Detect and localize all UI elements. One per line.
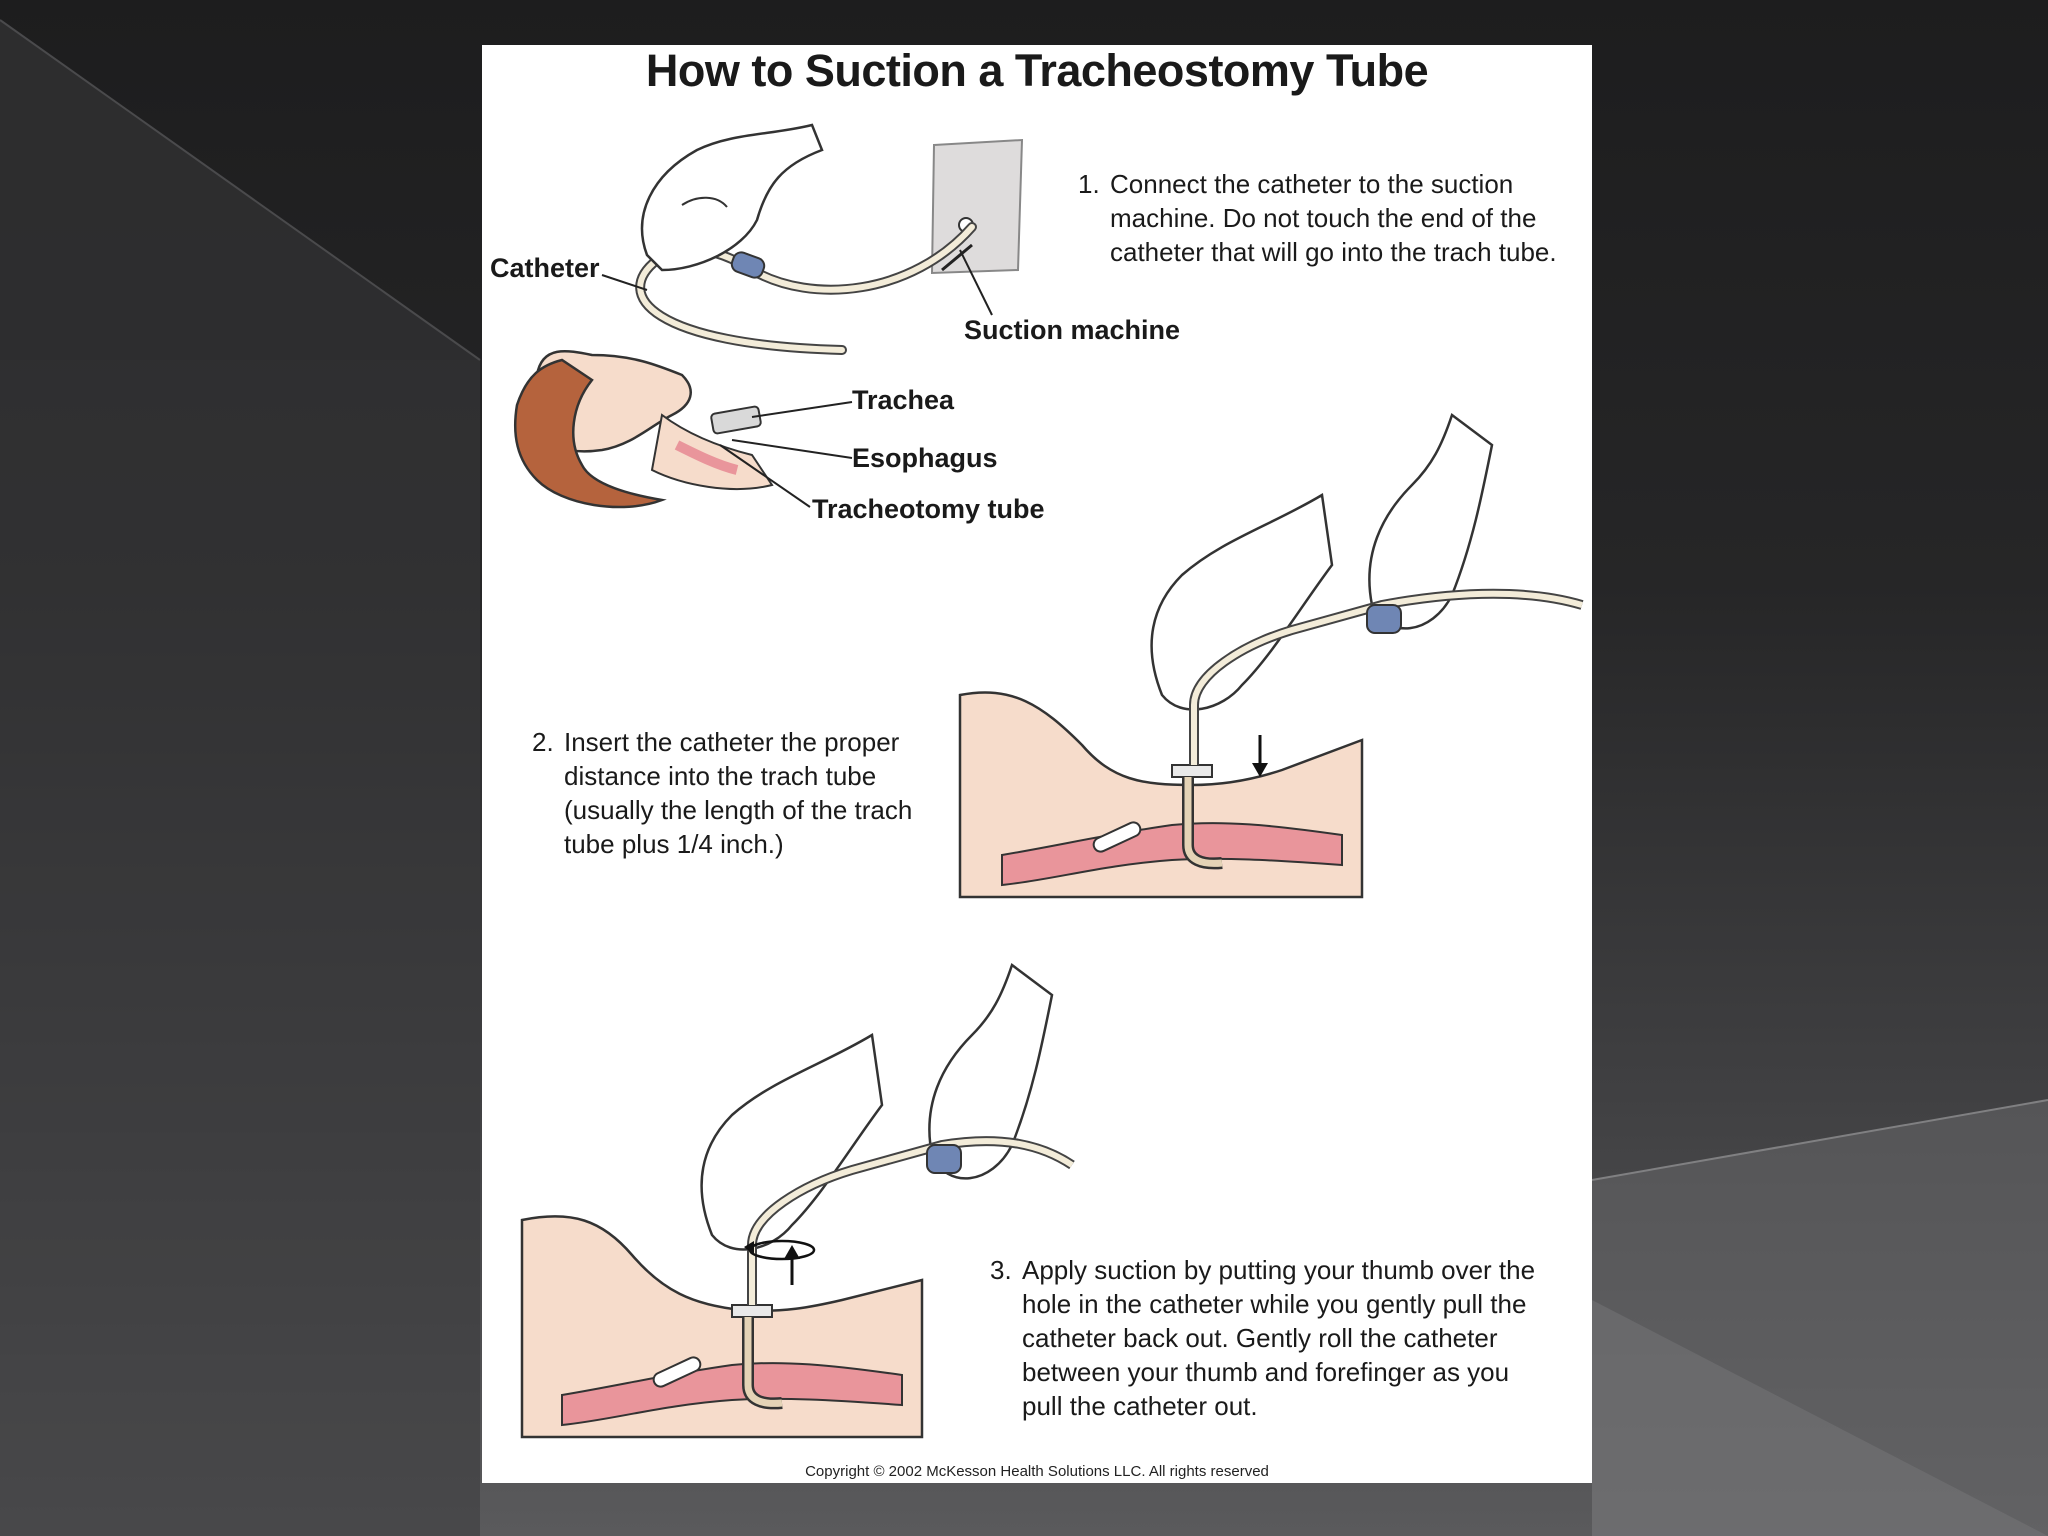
step-1-line-3: catheter that will go into the trach tub… [1110, 237, 1557, 267]
step-3-number: 3. [990, 1255, 1012, 1285]
step-1-line-2: machine. Do not touch the end of the [1110, 203, 1537, 233]
leader-tracheotomy-tube [719, 444, 811, 508]
step-1-line-1: Connect the catheter to the suction [1110, 169, 1514, 199]
step-2-line-4: tube plus 1/4 inch.) [564, 829, 784, 859]
step-2: 2. Insert the catheter the proper distanc… [532, 725, 912, 861]
leader-catheter [601, 274, 648, 291]
leader-suction [959, 249, 993, 316]
step-2-number: 2. [532, 727, 554, 757]
arrow-up-icon [784, 1245, 800, 1285]
step-3: 3. Apply suction by putting your thumb ov… [990, 1253, 1535, 1423]
leader-esophagus [731, 439, 853, 459]
page-title: How to Suction a Tracheostomy Tube [645, 45, 1429, 96]
hand-icon [700, 962, 1054, 1251]
label-catheter: Catheter [490, 253, 600, 283]
label-trachea: Trachea [852, 385, 955, 415]
step-1-number: 1. [1078, 169, 1100, 199]
neck-cross-section-2 [958, 691, 1364, 899]
step-3-line-5: pull the catheter out. [1022, 1391, 1258, 1421]
step-2-line-2: distance into the trach tube [564, 761, 877, 791]
label-esophagus: Esophagus [852, 443, 998, 473]
arrow-down-icon [1252, 735, 1268, 777]
step-3-line-1: Apply suction by putting your thumb over… [1022, 1255, 1536, 1285]
step-1: 1. Connect the catheter to the suction ma… [1078, 167, 1557, 269]
hand-icon [1150, 412, 1494, 711]
label-suction-machine: Suction machine [964, 315, 1181, 345]
arrow-down-icon [941, 243, 973, 272]
step-2-line-3: (usually the length of the trach [564, 795, 913, 825]
step-3-line-2: hole in the catheter while you gently pu… [1022, 1289, 1527, 1319]
hand-icon [640, 123, 824, 272]
rotate-icon [744, 1239, 816, 1261]
instruction-sheet: How to Suction a Tracheostomy Tube Cathe… [482, 45, 1592, 1483]
catheter-tube [1189, 588, 1584, 765]
step-3-line-3: catheter back out. Gently roll the cathe… [1022, 1323, 1498, 1353]
step-3-line-4: between your thumb and forefinger as you [1022, 1357, 1510, 1387]
copyright-notice: Copyright © 2002 McKesson Health Solutio… [805, 1463, 1269, 1480]
head-icon [513, 349, 774, 509]
illustration [513, 123, 1584, 1439]
catheter-tube [747, 1136, 1075, 1305]
label-tracheotomy-tube: Tracheotomy tube [812, 494, 1045, 524]
step-2-line-1: Insert the catheter the proper [564, 727, 900, 757]
leader-trachea [751, 401, 853, 418]
neck-cross-section-3 [520, 1215, 924, 1439]
